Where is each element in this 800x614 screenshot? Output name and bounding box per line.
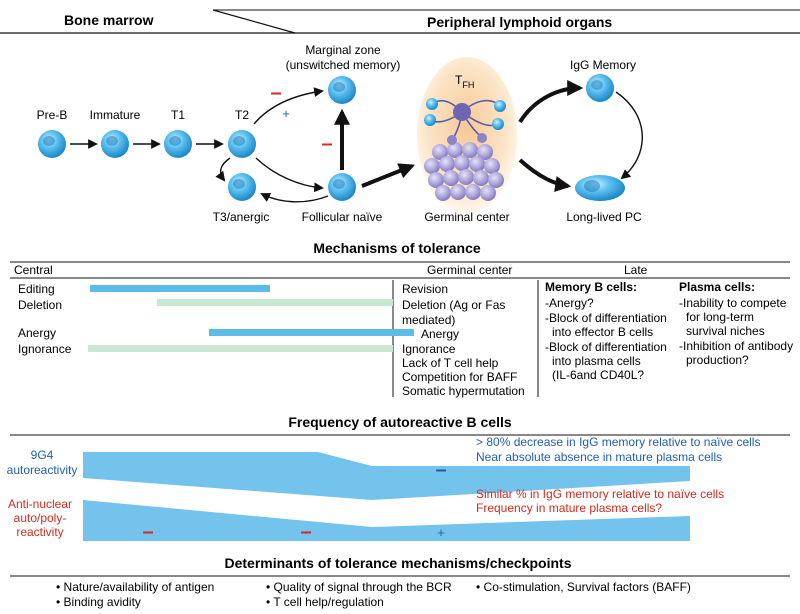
gc-item: Deletion (Ag or Fas bbox=[402, 298, 505, 312]
label-9g4-1: 9G4 bbox=[31, 448, 54, 462]
arrow-follicular-t3 bbox=[260, 193, 329, 203]
memory-b-cells: Memory B cells: -Anergy? -Block of diffe… bbox=[545, 280, 667, 382]
minus-follicular-marginal: – bbox=[321, 133, 332, 155]
deletion-bar bbox=[157, 299, 393, 306]
label-an-1: Anti-nuclear bbox=[8, 497, 72, 511]
arrow-t2-t3 bbox=[215, 157, 231, 182]
germinal-center-graphic bbox=[417, 57, 517, 213]
gc-item: Anergy bbox=[421, 327, 459, 341]
plasma-item: for long-term bbox=[686, 310, 754, 324]
col-central: Central bbox=[14, 263, 53, 277]
purple-cell-cluster bbox=[424, 142, 504, 201]
label-9g4-2: autoreactivity bbox=[7, 463, 78, 477]
arrow-gc-igg bbox=[518, 80, 584, 124]
note-9g4-1: > 80% decrease in IgG memory relative to… bbox=[476, 435, 760, 449]
cell-long-lived-pc bbox=[575, 175, 625, 201]
col-late: Late bbox=[624, 263, 648, 277]
label-igg-memory: IgG Memory bbox=[570, 58, 636, 72]
plus-an: + bbox=[437, 525, 445, 540]
gc-item: mediated) bbox=[402, 313, 455, 327]
minus-9g4: – bbox=[435, 459, 446, 481]
plasma-title: Plasma cells: bbox=[679, 280, 755, 294]
arrow-t2-follicular bbox=[255, 157, 324, 193]
memory-item: into plasma cells bbox=[552, 354, 641, 368]
band-9g4 bbox=[83, 452, 690, 500]
central-item: Editing bbox=[18, 282, 55, 296]
cell-marginal-zone bbox=[328, 76, 356, 104]
central-item: Ignorance bbox=[18, 342, 72, 356]
cell-t2 bbox=[228, 130, 256, 158]
cell-t1 bbox=[164, 130, 192, 158]
plus-t2-marginal: + bbox=[282, 106, 290, 121]
determinant-item: • Binding avidity bbox=[56, 595, 141, 609]
plasma-item: -Inhibition of antibody bbox=[679, 339, 793, 353]
determinants-title: Determinants of tolerance mechanisms/che… bbox=[225, 555, 572, 571]
minus-an-2: – bbox=[300, 521, 311, 543]
gc-item: Competition for BAFF bbox=[402, 370, 517, 384]
memory-item: into effector B cells bbox=[552, 325, 653, 339]
label-t1: T1 bbox=[171, 108, 185, 122]
central-item: Deletion bbox=[18, 298, 62, 312]
cell-t3 bbox=[228, 173, 256, 201]
bone-marrow-header: Bone marrow bbox=[64, 12, 154, 28]
gc-item: Lack of T cell help bbox=[402, 356, 499, 370]
note-an-2: Frequency in mature plasma cells? bbox=[476, 501, 662, 515]
note-an-1: Similar % in IgG memory relative to naïv… bbox=[476, 487, 724, 501]
label-germinal-center: Germinal center bbox=[424, 210, 509, 224]
minus-an-1: – bbox=[142, 521, 153, 543]
cell-igg-memory bbox=[586, 74, 614, 102]
label-an-2: auto/poly- bbox=[14, 511, 67, 525]
note-9g4-2: Near absolute absence in mature plasma c… bbox=[476, 450, 722, 464]
label-tfh: TFH bbox=[455, 73, 474, 90]
central-items: Editing Deletion Anergy Ignorance bbox=[18, 282, 72, 356]
col-germinal: Germinal center bbox=[427, 263, 512, 277]
arrow-gc-pc bbox=[518, 158, 572, 192]
plasma-item: survival niches bbox=[686, 324, 765, 338]
memory-item: -Anergy? bbox=[545, 296, 594, 310]
arrow-t2-marginal bbox=[253, 87, 324, 125]
label-marginal-zone-2: (unswitched memory) bbox=[286, 58, 401, 72]
determinant-item: • T cell help/regulation bbox=[266, 595, 384, 609]
memory-item: (IL-6and CD40L? bbox=[552, 368, 644, 382]
header-divider bbox=[212, 9, 296, 34]
tolerance-title: Mechanisms of tolerance bbox=[313, 240, 480, 256]
frequency-title: Frequency of autoreactive B cells bbox=[288, 414, 512, 430]
label-follicular: Follicular naïve bbox=[302, 210, 383, 224]
memory-item: -Block of differentiation bbox=[545, 340, 667, 354]
gc-item: Somatic hypermutation bbox=[402, 384, 525, 398]
memory-title: Memory B cells: bbox=[545, 280, 637, 294]
arrow-follicular-gc bbox=[361, 163, 415, 188]
peripheral-header: Peripheral lymphoid organs bbox=[427, 14, 612, 30]
pathway-arrows bbox=[70, 80, 643, 203]
determinant-item: • Quality of signal through the BCR bbox=[266, 580, 452, 594]
plasma-item: -Inability to compete bbox=[679, 296, 787, 310]
editing-bar bbox=[90, 285, 270, 292]
label-marginal-zone-1: Marginal zone bbox=[305, 43, 381, 57]
plasma-item: production? bbox=[686, 353, 749, 367]
label-t3: T3/anergic bbox=[213, 210, 270, 224]
cell-immature bbox=[101, 130, 129, 158]
central-item: Anergy bbox=[18, 326, 56, 340]
label-an-3: reactivity bbox=[16, 525, 63, 539]
gc-item: Revision bbox=[402, 282, 448, 296]
plasma-cells: Plasma cells: -Inability to compete for … bbox=[679, 280, 793, 367]
gc-item: Ignorance bbox=[402, 342, 456, 356]
gc-items: Revision Deletion (Ag or Fas mediated) A… bbox=[402, 282, 525, 398]
arrow-igg-pc bbox=[615, 91, 643, 180]
band-anti-nuclear bbox=[83, 500, 690, 541]
label-long-lived-pc: Long-lived PC bbox=[566, 210, 642, 224]
determinant-item: • Nature/availability of antigen bbox=[56, 580, 214, 594]
determinant-item: • Co-stimulation, Survival factors (BAFF… bbox=[476, 580, 691, 594]
label-pre-b: Pre-B bbox=[37, 108, 68, 122]
ignorance-bar bbox=[88, 345, 393, 352]
cell-pre-b bbox=[38, 130, 66, 158]
anergy-bar bbox=[209, 329, 414, 336]
cell-follicular bbox=[328, 173, 356, 201]
label-t2: T2 bbox=[235, 108, 249, 122]
label-immature: Immature bbox=[90, 108, 141, 122]
memory-item: -Block of differentiation bbox=[545, 311, 667, 325]
minus-t2-marginal: – bbox=[270, 82, 281, 104]
